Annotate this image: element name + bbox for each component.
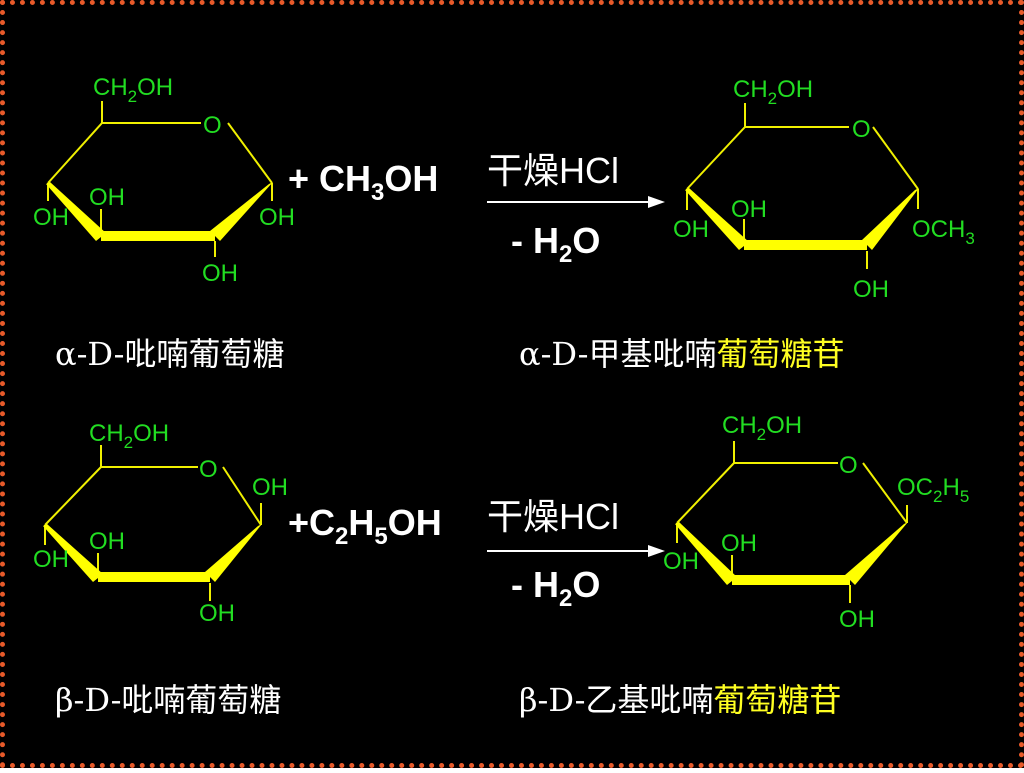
reactant-1-ring <box>46 101 273 257</box>
reactant-2-c4-oh: OH <box>33 546 69 573</box>
product-1-c3-oh: OH <box>731 196 767 223</box>
reactant-2-c3-oh: OH <box>89 528 125 555</box>
reaction-diagram: CH2OH O OH OH OH OH + CH3OH 干燥HCl - H2O … <box>33 74 975 719</box>
product-2-c2-oh: OH <box>839 606 875 633</box>
reactant-1-c1-oh: OH <box>259 204 295 231</box>
product-1-c4-oh: OH <box>673 216 709 243</box>
byproduct-2-water: - H2O <box>511 564 600 612</box>
reagent-2-ethanol: +C2H5OH <box>288 502 442 550</box>
product-1-name: α-D-甲基吡喃葡萄糖苷 <box>519 335 845 373</box>
reactant-1-name: α-D-吡喃葡萄糖 <box>55 335 285 373</box>
reactant-2-ring-oxygen: O <box>199 456 218 483</box>
product-2-c4-oh: OH <box>663 548 699 575</box>
product-2-ring-oxygen: O <box>839 452 858 479</box>
reactant-2-c1-oh: OH <box>252 474 288 501</box>
reactant-1-c3-oh: OH <box>89 184 125 211</box>
reactant-1-c2-oh: OH <box>202 260 238 287</box>
byproduct-1-water: - H2O <box>511 220 600 268</box>
reactant-1-ch2oh: CH2OH <box>93 74 173 106</box>
product-1-ch2oh: CH2OH <box>733 76 813 108</box>
product-2-name: β-D-乙基吡喃葡萄糖苷 <box>519 681 841 719</box>
reaction-2-arrow <box>487 545 665 557</box>
reaction-1-arrow <box>487 196 665 208</box>
condition-2-dry-hcl: 干燥HCl <box>487 496 619 537</box>
condition-1-dry-hcl: 干燥HCl <box>487 150 619 191</box>
reactant-2-c2-oh: OH <box>199 600 235 627</box>
product-1-ring <box>685 103 919 269</box>
product-2-ch2oh: CH2OH <box>722 412 802 444</box>
reactant-2-ch2oh: CH2OH <box>89 420 169 452</box>
reactant-1-ring-oxygen: O <box>203 112 222 139</box>
product-2-ethoxy: OC2H5 <box>897 474 969 506</box>
reagent-1-methanol: + CH3OH <box>288 158 438 206</box>
product-2-c3-oh: OH <box>721 530 757 557</box>
product-1-c2-oh: OH <box>853 276 889 303</box>
product-1-ring-oxygen: O <box>852 116 871 143</box>
reactant-2-ring <box>43 445 262 601</box>
reactant-2-name: β-D-吡喃葡萄糖 <box>55 681 281 719</box>
product-2-ring <box>675 441 908 603</box>
reactant-1-c4-oh: OH <box>33 204 69 231</box>
product-1-methoxy: OCH3 <box>912 216 975 248</box>
